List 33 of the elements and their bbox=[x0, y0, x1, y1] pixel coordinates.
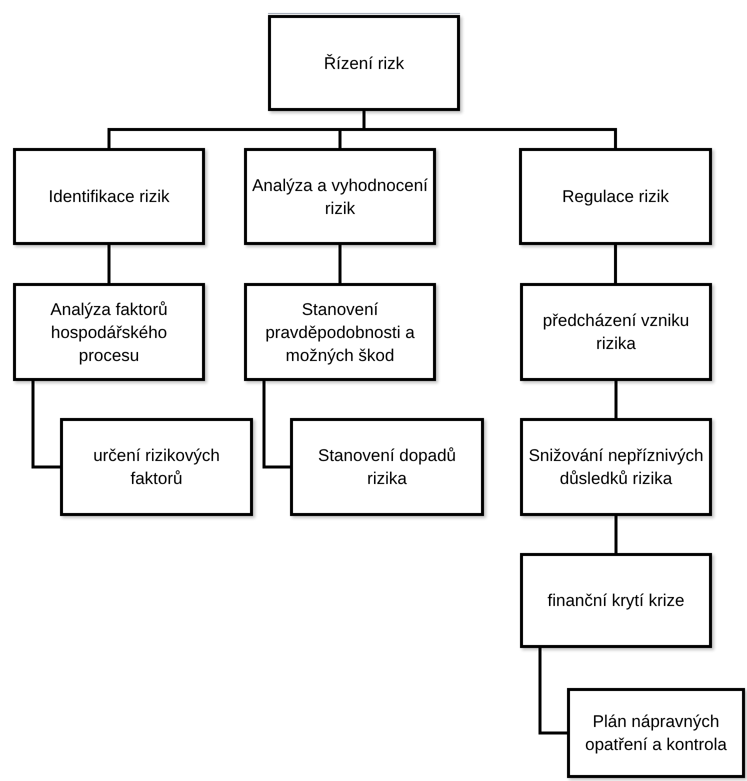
box-label: Stanovení dopadů rizika bbox=[316, 445, 457, 490]
connector-line bbox=[362, 111, 617, 148]
box-label: Plán nápravných opatření a kontrola bbox=[584, 711, 728, 756]
process-box bbox=[244, 283, 436, 381]
connector-line bbox=[262, 381, 290, 468]
box-label: Analýza a vyhodnocení rizik bbox=[251, 174, 429, 220]
process-box bbox=[520, 418, 712, 516]
box-label: Identifikace rizik bbox=[48, 186, 170, 208]
connector-line bbox=[614, 516, 618, 553]
process-box bbox=[290, 418, 484, 516]
box-label: předcházení vzniku rizika bbox=[542, 310, 690, 355]
process-box bbox=[519, 148, 712, 245]
box-label: Snižování nepříznivých důsledků rizika bbox=[528, 445, 704, 490]
process-box bbox=[13, 283, 205, 381]
process-box bbox=[13, 148, 205, 245]
box-label: Řízení rizk bbox=[324, 52, 404, 74]
process-box bbox=[244, 148, 436, 245]
box-label: finanční krytí krize bbox=[548, 590, 684, 612]
connector-line bbox=[614, 381, 618, 418]
connector-line bbox=[32, 381, 60, 468]
process-box bbox=[520, 553, 712, 648]
box-label: Regulace rizik bbox=[562, 186, 669, 208]
process-box bbox=[567, 688, 745, 778]
connector-line bbox=[338, 245, 342, 283]
box-label: Stanovení pravděpodobnosti a možných škod bbox=[264, 298, 416, 366]
connector-line bbox=[614, 245, 617, 283]
process-box bbox=[60, 418, 253, 516]
process-box bbox=[268, 15, 460, 111]
connector-line bbox=[108, 245, 110, 283]
connector-line bbox=[538, 648, 567, 734]
box-label: Analýza faktorů hospodářského procesu bbox=[49, 298, 169, 366]
process-box bbox=[520, 283, 712, 381]
box-label: určení rizikových faktorů bbox=[92, 445, 221, 490]
